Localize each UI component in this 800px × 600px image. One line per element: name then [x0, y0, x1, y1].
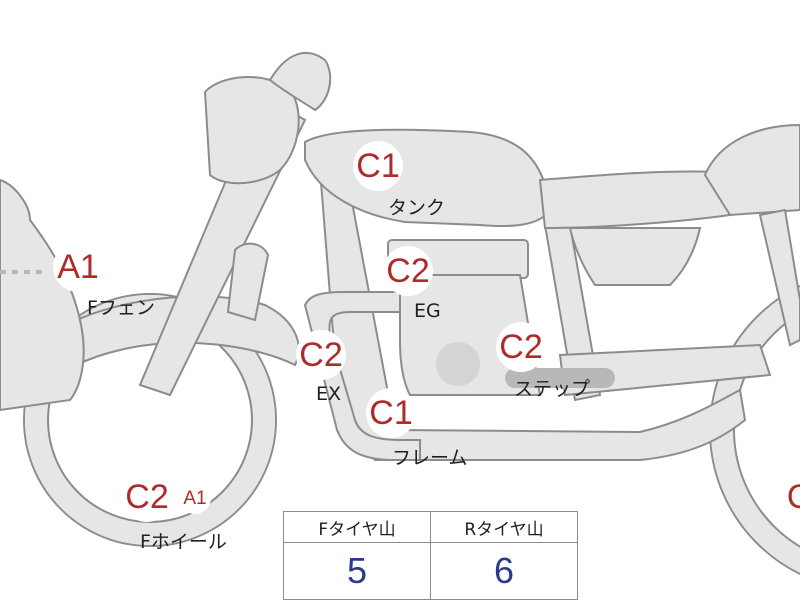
headlight-side-shape — [0, 178, 85, 412]
rear-tire-tread-header: Rタイヤ山 — [430, 511, 578, 543]
front-wheel-label: Fホイール — [140, 531, 227, 553]
front-tire-tread-value: 5 — [283, 542, 431, 600]
tire-tread-header-row: Fタイヤ山 Rタイヤ山 — [283, 511, 578, 543]
headlight-top-shape — [268, 51, 332, 112]
exhaust-label: EX — [316, 383, 342, 405]
front-wheel-outer-edge — [23, 293, 277, 547]
frame-grade-marker: C1 — [366, 388, 416, 438]
frame-label: フレーム — [392, 447, 468, 469]
tire-tread-value-row: 5 6 — [283, 542, 578, 600]
engine-label: EG — [414, 300, 441, 322]
rear-cowl-shape — [703, 123, 800, 217]
front-wheel-sub-grade-marker: A1 — [179, 482, 211, 514]
rear-shock-shape — [758, 208, 800, 347]
fork-clamp-shape — [226, 242, 270, 322]
step-grade-marker: C2 — [496, 322, 546, 372]
tire-tread-table: Fタイヤ山 Rタイヤ山 5 6 — [283, 511, 578, 600]
front-fender-grade-marker: A1 — [53, 242, 103, 292]
tank-grade-marker: C1 — [353, 141, 403, 191]
front-wheel-grade-marker: C2 — [122, 472, 172, 522]
front-tire-tread-header: Fタイヤ山 — [283, 511, 431, 543]
seat-shape — [538, 170, 732, 230]
engine-cover-shape — [436, 342, 480, 386]
rear-wheel-inner-edge — [733, 312, 800, 548]
step-label: ステップ — [514, 378, 591, 400]
side-cover-shape — [568, 227, 702, 286]
engine-grade-marker: C2 — [383, 246, 433, 296]
exhaust-grade-marker: C2 — [296, 330, 346, 380]
headlight-shape — [203, 76, 300, 185]
tank-label: タンク — [388, 197, 446, 219]
front-fender-label: Fフェン — [87, 297, 155, 319]
step-bar-shape — [505, 368, 615, 388]
rear-tire-tread-value: 6 — [430, 542, 578, 600]
